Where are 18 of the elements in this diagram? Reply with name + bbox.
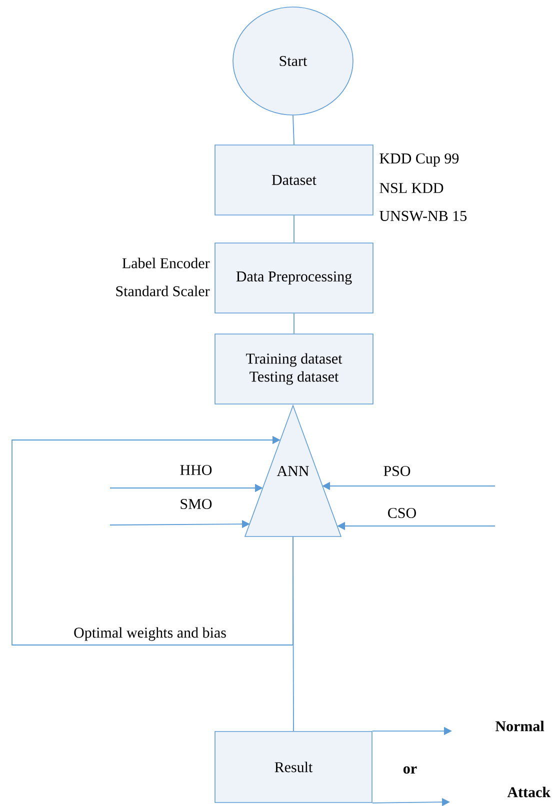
side-note: NSL KDD — [380, 182, 444, 194]
side-note: Label Encoder — [122, 258, 210, 268]
note-text: or — [404, 766, 417, 774]
edge-label: PSO — [382, 464, 412, 478]
edge-label: SMO — [178, 498, 214, 510]
edge-label: HHO — [178, 464, 214, 476]
edge-label: CSO — [386, 506, 418, 520]
process-box: Dataset — [214, 144, 374, 216]
process-box: Result — [214, 731, 372, 803]
side-note: UNSW-NB 15 — [380, 210, 467, 222]
side-note: Standard Scaler — [116, 286, 210, 296]
process-box: Data Preprocessing — [214, 242, 374, 314]
process-box: Training dataset Testing dataset — [214, 334, 374, 404]
edge-label: Optimal weights and bias — [72, 626, 228, 642]
outcome-text: Normal — [495, 720, 544, 732]
side-note: KDD Cup 99 — [380, 153, 459, 167]
outcome-text: Attack — [507, 786, 550, 798]
arrow — [12, 436, 294, 646]
